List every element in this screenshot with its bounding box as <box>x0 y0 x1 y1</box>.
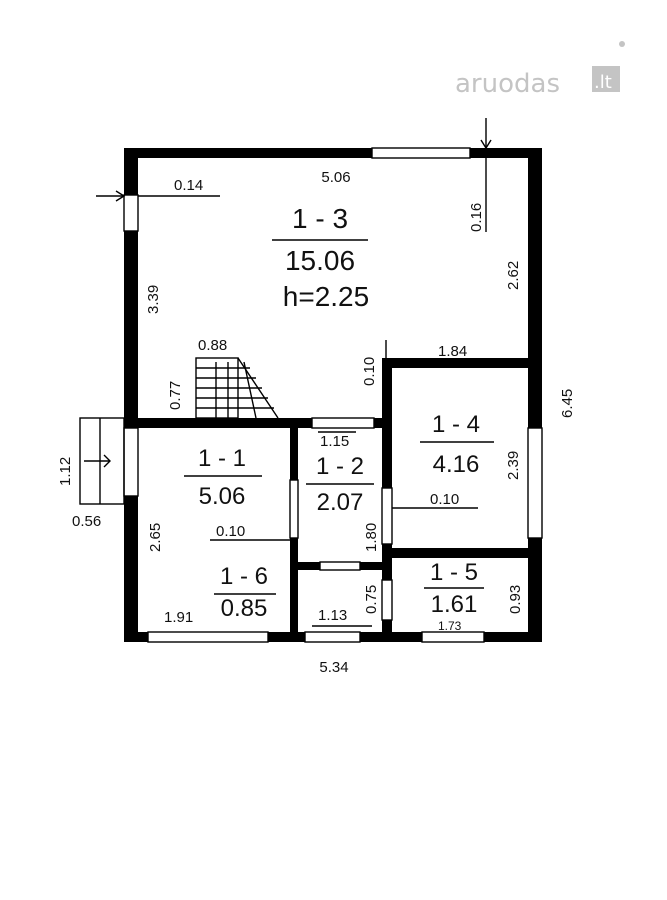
dim-room2-width: 1.15 <box>320 433 349 450</box>
dimension-lines <box>96 118 492 627</box>
left-wall <box>124 148 138 642</box>
room-area: 15.06 <box>285 245 355 276</box>
right-wall <box>528 148 542 642</box>
staircase <box>195 357 279 419</box>
watermark-text: aruodas <box>455 69 560 99</box>
dim-entry-depth: 0.56 <box>72 513 101 530</box>
door-room1 <box>289 479 299 539</box>
dim-stair-width: 0.88 <box>198 337 227 354</box>
room-area: 4.16 <box>433 451 480 478</box>
aruodas-logo: aruodas .lt <box>455 41 625 99</box>
dim-entry-width: 1.12 <box>57 457 74 486</box>
dim-room5-height: 0.93 <box>507 585 524 614</box>
dimension-labels: 5.06 0.14 0.16 2.62 3.39 0.88 0.77 0.10 … <box>57 169 576 676</box>
room-area: 1.61 <box>431 591 478 618</box>
room-id: 1 - 6 <box>220 563 268 590</box>
entry-step <box>79 417 125 505</box>
door-room6 <box>319 561 361 571</box>
wall-room4-top <box>382 358 528 368</box>
room-1-1: 1 - 1 5.06 <box>184 445 262 510</box>
room-1-6: 1 - 6 0.85 <box>214 563 276 622</box>
window-top <box>371 147 471 159</box>
dim-top-width: 5.06 <box>321 169 350 186</box>
window-bottom-left <box>147 631 269 643</box>
dim-room6-width: 1.13 <box>318 607 347 624</box>
interior-walls <box>138 358 528 642</box>
wall-room5-top <box>392 548 528 558</box>
dim-window-depth: 0.16 <box>468 203 485 232</box>
window-bottom-mid <box>304 631 361 643</box>
dim-room4-partition: 0.10 <box>430 491 459 508</box>
dim-room1-partition: 0.10 <box>216 523 245 540</box>
window-left-upper <box>123 194 139 232</box>
window-bottom-right <box>421 631 485 643</box>
dim-room6-height: 0.75 <box>363 585 380 614</box>
door-entry <box>123 427 139 497</box>
door-room4 <box>381 487 393 545</box>
room-height: h=2.25 <box>283 281 369 312</box>
wall-mid-horizontal <box>138 418 382 428</box>
dim-left-wall-upper: 3.39 <box>145 285 162 314</box>
room-id: 1 - 5 <box>430 559 478 586</box>
dim-left-offset: 0.14 <box>174 177 203 194</box>
dim-room4-top: 1.84 <box>438 343 467 360</box>
room-id: 1 - 3 <box>292 203 348 234</box>
dim-total-width: 5.34 <box>319 659 348 676</box>
dim-room1-height: 2.65 <box>147 523 164 552</box>
room-area: 0.85 <box>221 595 268 622</box>
room-area: 2.07 <box>317 489 364 516</box>
room-1-3: 1 - 3 15.06 h=2.25 <box>272 203 369 312</box>
logo-house-icon <box>592 66 620 92</box>
dim-stair-depth: 0.77 <box>167 381 184 410</box>
logo-smoke-icon <box>619 41 625 47</box>
outer-walls <box>123 147 543 643</box>
dim-right-wall-upper: 2.62 <box>505 261 522 290</box>
top-wall <box>124 148 542 158</box>
window-right <box>527 427 543 539</box>
door-room5 <box>381 579 393 621</box>
room-1-5: 1 - 5 1.61 <box>424 559 484 618</box>
entry-porch <box>79 417 125 505</box>
room-area: 5.06 <box>199 483 246 510</box>
room-id: 1 - 4 <box>432 411 480 438</box>
dim-room2-height: 1.80 <box>363 523 380 552</box>
room-id: 1 - 2 <box>316 453 364 480</box>
room-1-2: 1 - 2 2.07 <box>306 453 374 516</box>
room-1-4: 1 - 4 4.16 <box>420 411 494 478</box>
dim-total-height: 6.45 <box>559 389 576 418</box>
dim-partition-gap: 0.10 <box>361 357 378 386</box>
door-room2-top <box>311 417 375 429</box>
dim-room1-bottom: 1.91 <box>164 609 193 626</box>
dim-room4-height: 2.39 <box>505 451 522 480</box>
entry-arrowhead-icon <box>103 454 111 468</box>
watermark-suffix: .lt <box>594 72 612 93</box>
room-id: 1 - 1 <box>198 445 246 472</box>
dim-room5-width: 1.73 <box>438 619 462 633</box>
